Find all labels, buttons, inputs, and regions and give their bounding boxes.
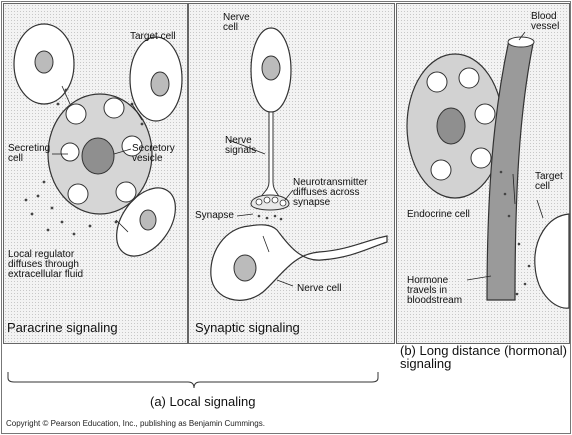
synapse-label: Synapse [195,211,234,221]
nerve-signals-label: Nerve signals [225,136,256,156]
nerve-cell-top-nucleus [262,56,280,80]
endocrine-nucleus [437,108,465,144]
paracrine-panel: Target cell Secreting cell Secretory ves… [3,3,188,344]
target-cell-right-nucleus [151,72,169,96]
endocrine-cell-label: Endocrine cell [407,210,470,220]
target-cell-b-label: Target cell [535,172,563,192]
synaptic-caption: Synaptic signaling [195,321,300,334]
neurotransmitter-molecules [258,215,283,221]
blood-vessel-opening [508,37,534,47]
nerve-cell-top-label: Nerve cell [223,13,250,33]
nerve-cell-bottom-label: Nerve cell [297,284,341,294]
target-cell-bottom-nucleus [140,210,156,230]
axon [259,112,281,200]
local-signaling-caption: (a) Local signaling [150,395,256,408]
hormone-label: Hormone travels in bloodstream [407,276,462,306]
blood-vessel-label: Blood vessel [531,12,559,32]
paracrine-illustration [4,4,187,343]
blood-vessel [487,40,533,300]
nerve-cell-bottom-nucleus [234,255,256,281]
target-cell-label: Target cell [130,32,176,42]
copyright-text: Copyright © Pearson Education, Inc., pub… [6,420,265,428]
local-regulator-label: Local regulator diffuses through extrace… [8,250,83,280]
paracrine-caption: Paracrine signaling [7,321,118,334]
synaptic-illustration [189,4,394,343]
secreting-cell-label: Secreting cell [8,144,50,164]
hormonal-caption: (b) Long distance (hormonal) signaling [400,344,567,370]
secretory-vesicle-label: Secretory vesicle [132,144,175,164]
target-cell-left-nucleus [35,51,53,73]
neurotransmitter-label: Neurotransmitter diffuses across synapse [293,178,367,208]
target-cell-b [535,214,569,308]
secreting-cell-nucleus [82,138,114,174]
hormonal-panel: Blood vessel Target cell Endocrine cell … [396,3,570,344]
synaptic-panel: Nerve cell Nerve signals Neurotransmitte… [188,3,395,344]
